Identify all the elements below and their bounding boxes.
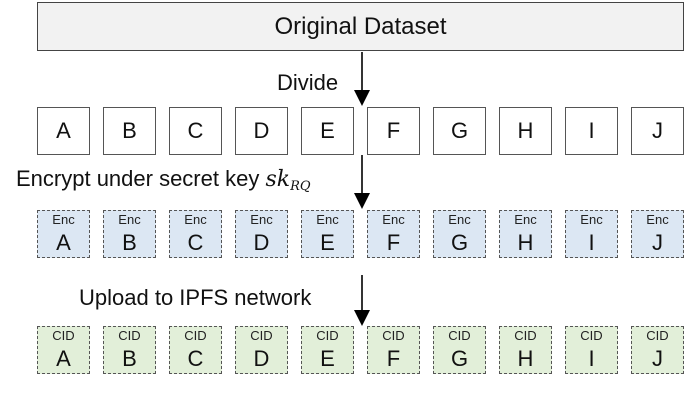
cid-block-letter: G — [450, 345, 469, 371]
enc-block-tag: Enc — [184, 211, 207, 227]
enc-block-letter: B — [122, 229, 137, 255]
plain-block: H — [499, 107, 552, 155]
plain-block-letter: I — [588, 118, 595, 143]
cid-block: CID F — [367, 326, 420, 374]
cid-block-tag: CID — [118, 327, 141, 343]
cid-block-letter: C — [187, 345, 204, 371]
divide-label: Divide — [277, 70, 339, 95]
enc-block-tag: Enc — [382, 211, 405, 227]
enc-block-letter: G — [450, 229, 469, 255]
cid-block-letter: D — [253, 345, 270, 371]
cid-block: CID C — [169, 326, 222, 374]
cid-blocks-row: CID A CID B CID C CID D CID E CID F CID G CID H CID I CID J — [37, 326, 685, 374]
plain-block-letter: F — [386, 118, 401, 143]
enc-block-tag: Enc — [316, 211, 339, 227]
plain-block: C — [169, 107, 222, 155]
cid-block: CID I — [565, 326, 618, 374]
enc-block-letter: I — [588, 229, 595, 255]
enc-block-tag: Enc — [448, 211, 471, 227]
enc-block-tag: Enc — [580, 211, 603, 227]
plain-block-letter: H — [517, 118, 534, 143]
cid-block-letter: E — [320, 345, 335, 371]
enc-block-tag: Enc — [646, 211, 669, 227]
original-dataset-label: Original Dataset — [274, 12, 447, 40]
cid-block: CID E — [301, 326, 354, 374]
cid-block-tag: CID — [316, 327, 339, 343]
cid-block-letter: J — [652, 345, 663, 371]
plain-block-letter: D — [253, 118, 270, 143]
cid-block-letter: F — [386, 345, 401, 371]
cid-block-letter: B — [122, 345, 137, 371]
cid-block-letter: I — [588, 345, 595, 371]
secret-key-symbol: skRQ — [265, 167, 311, 194]
cid-block: CID D — [235, 326, 288, 374]
plain-block: I — [565, 107, 618, 155]
enc-block-letter: C — [187, 229, 204, 255]
original-dataset-box: Original Dataset — [37, 2, 684, 51]
cid-block: CID B — [103, 326, 156, 374]
cid-block-letter: A — [56, 345, 71, 371]
enc-block-letter: F — [386, 229, 401, 255]
cid-block-tag: CID — [514, 327, 537, 343]
cid-block-tag: CID — [52, 327, 75, 343]
cid-block-tag: CID — [382, 327, 405, 343]
upload-label: Upload to IPFS network — [79, 285, 312, 310]
enc-block-letter: A — [56, 229, 71, 255]
plain-block: B — [103, 107, 156, 155]
encrypt-label: Encrypt under secret key skRQ — [16, 166, 311, 194]
plain-block: J — [631, 107, 684, 155]
enc-block-letter: E — [320, 229, 335, 255]
plain-block-letter: E — [320, 118, 335, 143]
plain-block: G — [433, 107, 486, 155]
plain-block: D — [235, 107, 288, 155]
cid-block: CID G — [433, 326, 486, 374]
cid-block: CID H — [499, 326, 552, 374]
cid-block-tag: CID — [448, 327, 471, 343]
enc-block-letter: H — [517, 229, 534, 255]
cid-block-tag: CID — [250, 327, 273, 343]
enc-block-tag: Enc — [118, 211, 141, 227]
plain-block-letter: C — [187, 118, 204, 143]
plain-block: A — [37, 107, 90, 155]
enc-block-tag: Enc — [514, 211, 537, 227]
enc-block-letter: D — [253, 229, 270, 255]
cid-block: CID A — [37, 326, 90, 374]
plain-block-letter: G — [450, 118, 469, 143]
enc-block-tag: Enc — [52, 211, 75, 227]
cid-block-tag: CID — [184, 327, 207, 343]
encrypt-label-text: Encrypt under secret key — [16, 166, 260, 191]
plain-block-letter: A — [56, 118, 71, 143]
plain-block-letter: B — [122, 118, 137, 143]
cid-block: CID J — [631, 326, 684, 374]
enc-block-tag: Enc — [250, 211, 273, 227]
enc-block-letter: J — [652, 229, 663, 255]
cid-block-tag: CID — [580, 327, 603, 343]
plain-blocks-row: A B C D E F G H I J — [37, 107, 685, 155]
plain-block: F — [367, 107, 420, 155]
plain-block-letter: J — [652, 118, 663, 143]
plain-block: E — [301, 107, 354, 155]
cid-block-tag: CID — [646, 327, 669, 343]
cid-block-letter: H — [517, 345, 534, 371]
